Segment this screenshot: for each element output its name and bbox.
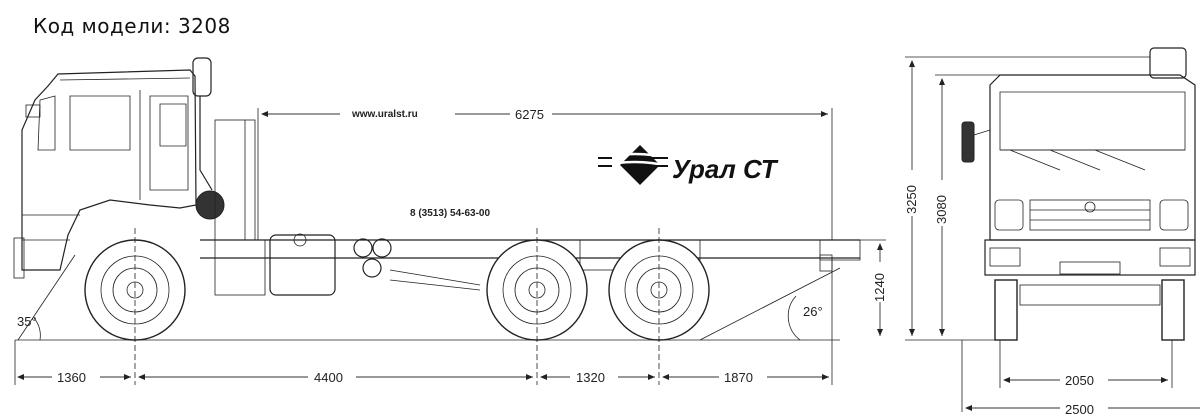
brand-name: Урал СТ [672, 154, 779, 184]
website-label: www.uralst.ru [351, 109, 418, 120]
cab-height-dim: 3080 [934, 195, 949, 224]
wheelbase-dim: 4400 [314, 370, 343, 385]
bogie-spacing-dim: 1320 [576, 370, 605, 385]
phone-label: 8 (3513) 54-63-00 [410, 208, 490, 219]
track-width-dim: 2050 [1065, 373, 1094, 388]
total-width-dim: 2500 [1065, 402, 1094, 417]
rear-overhang-dim: 1870 [724, 370, 753, 385]
front-overhang-dim: 1360 [57, 370, 86, 385]
ural-st-logo: Урал СТ [598, 145, 779, 185]
cab-outline [13, 69, 197, 279]
frame-length-dim: 6275 [515, 107, 544, 122]
model-code-title: Код модели: 3208 [33, 14, 231, 38]
front-view: 3250 3080 [903, 47, 1200, 417]
side-view: 35° 26° www.uralst.ru 6275 8 (3513) 54-6… [13, 57, 888, 385]
approach-angle-label: 35° [17, 314, 37, 329]
cab-front-outline [961, 47, 1196, 306]
departure-angle-label: 26° [803, 304, 823, 319]
total-height-dim: 3250 [904, 185, 919, 214]
frame-height-dim: 1240 [872, 273, 887, 302]
